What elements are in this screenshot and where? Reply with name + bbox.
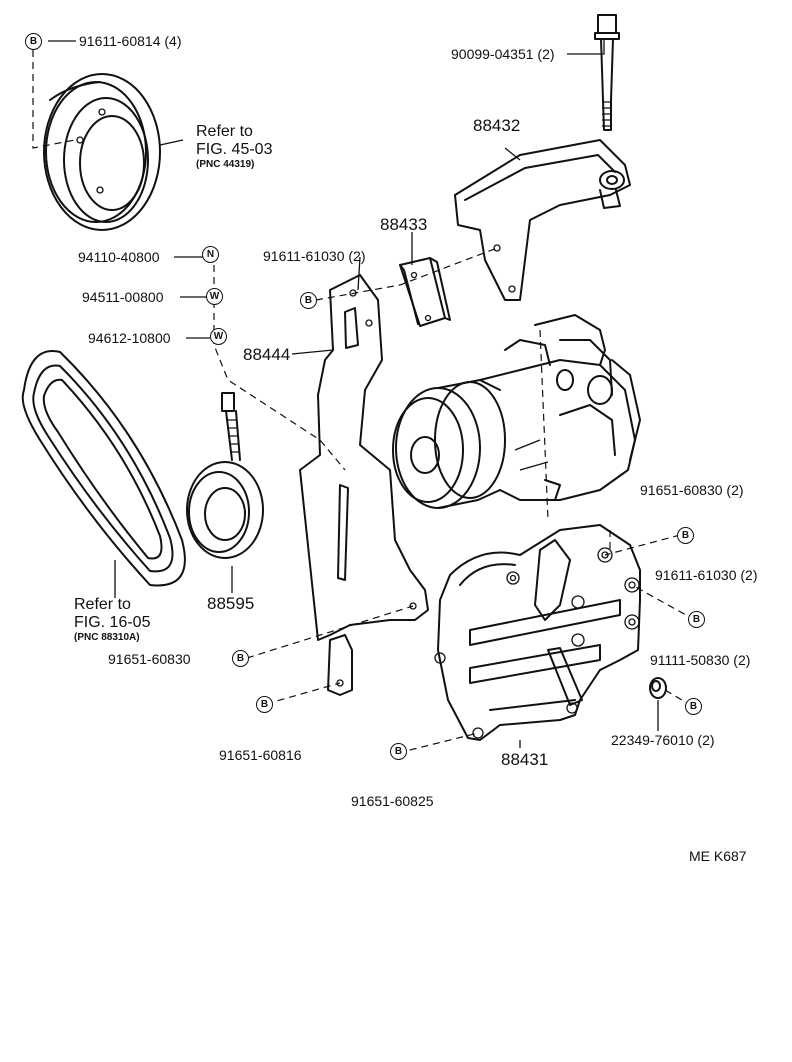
bolt-badge: B [685, 698, 702, 715]
part-label-washer-1: 94511-00800 [82, 289, 164, 305]
leader-lines [32, 40, 696, 754]
part-label-left-bolt-1: 91651-60830 [108, 651, 191, 667]
part-label-spacer: 88433 [380, 215, 428, 234]
belt-ref-line2: FIG. 16-05 [74, 614, 151, 631]
part-label-right-bolt-2: 91611-61030 (2) [655, 567, 758, 583]
ac-compressor [392, 314, 641, 509]
part-label-collar: 22349-76010 (2) [611, 732, 715, 748]
part-label-upper-bracket: 88432 [473, 116, 521, 135]
upper-bracket [454, 139, 631, 301]
bolt-badge: B [25, 33, 42, 50]
part-label-pulley-bolt: 91611-60814 (4) [79, 33, 182, 49]
belt-ref-pnc: (PNC 88310A) [74, 632, 140, 643]
pulley-ref-line1: Refer to [196, 123, 253, 140]
pulley-ref-line2: FIG. 45-03 [196, 141, 273, 158]
part-label-left-bolt-2: 91651-60816 [219, 747, 302, 763]
bolt-badge: B [390, 743, 407, 760]
part-label-adjusting-bracket: 88444 [243, 345, 291, 364]
crankshaft-pulley [43, 73, 161, 231]
long-bolt [594, 14, 620, 131]
idler-pulley [186, 392, 264, 559]
part-label-nut: 94110-40800 [78, 249, 160, 265]
bolt-badge: B [232, 650, 249, 667]
part-label-right-bolt-1: 91651-60830 (2) [640, 482, 744, 498]
washer-badge: W [210, 328, 227, 345]
main-bracket [434, 524, 641, 741]
nut-badge: N [202, 246, 219, 263]
part-label-bottom-bolt: 91651-60825 [351, 793, 434, 809]
part-label-spacer-bolt: 91611-61030 (2) [263, 248, 366, 264]
adjusting-bracket [299, 274, 429, 696]
bolt-badge: B [300, 292, 317, 309]
belt-ref-line1: Refer to [74, 596, 131, 613]
bolt-badge: B [677, 527, 694, 544]
pulley-ref-pnc: (PNC 44319) [196, 159, 255, 170]
part-label-long-bolt: 90099-04351 (2) [451, 46, 555, 62]
figure-code: ME K687 [689, 848, 747, 864]
part-label-right-bolt-3: 91111-50830 (2) [650, 652, 751, 668]
collar [649, 677, 667, 699]
drive-belt [21, 350, 186, 587]
bolt-badge: B [256, 696, 273, 713]
spacer-block [399, 257, 451, 327]
bolt-badge: B [688, 611, 705, 628]
part-label-washer-2: 94612-10800 [88, 330, 171, 346]
part-label-idler-pulley: 88595 [207, 594, 255, 613]
washer-badge: W [206, 288, 223, 305]
part-label-main-bracket: 88431 [501, 750, 549, 769]
